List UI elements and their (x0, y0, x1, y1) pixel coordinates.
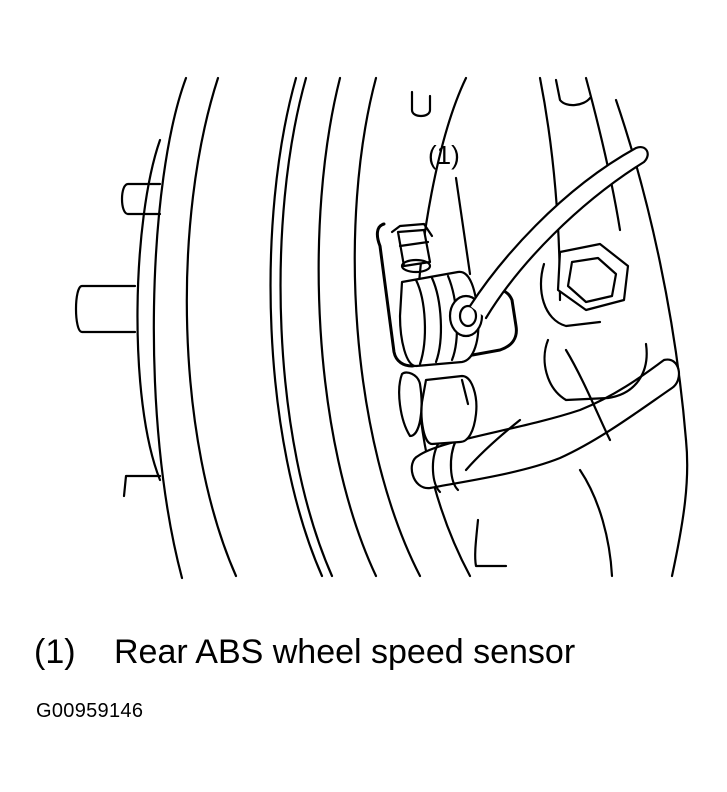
brake-hose (410, 338, 681, 578)
brake-rotor-rings (185, 76, 689, 578)
legend: (1) Rear ABS wheel speed sensor (34, 632, 575, 672)
figure-id: G00959146 (36, 700, 144, 722)
legend-item-label: Rear ABS wheel speed sensor (114, 633, 576, 671)
lower-fittings (398, 371, 508, 568)
callout-label: (1) (428, 140, 460, 170)
hex-bolt (539, 242, 630, 328)
rear-brake-assembly-illustration (74, 76, 689, 580)
hub-face (74, 76, 188, 580)
sensor-harness (468, 146, 649, 320)
callout-leader-line (454, 176, 472, 276)
upper-tab (410, 78, 592, 118)
legend-item-number: (1) (34, 633, 76, 671)
